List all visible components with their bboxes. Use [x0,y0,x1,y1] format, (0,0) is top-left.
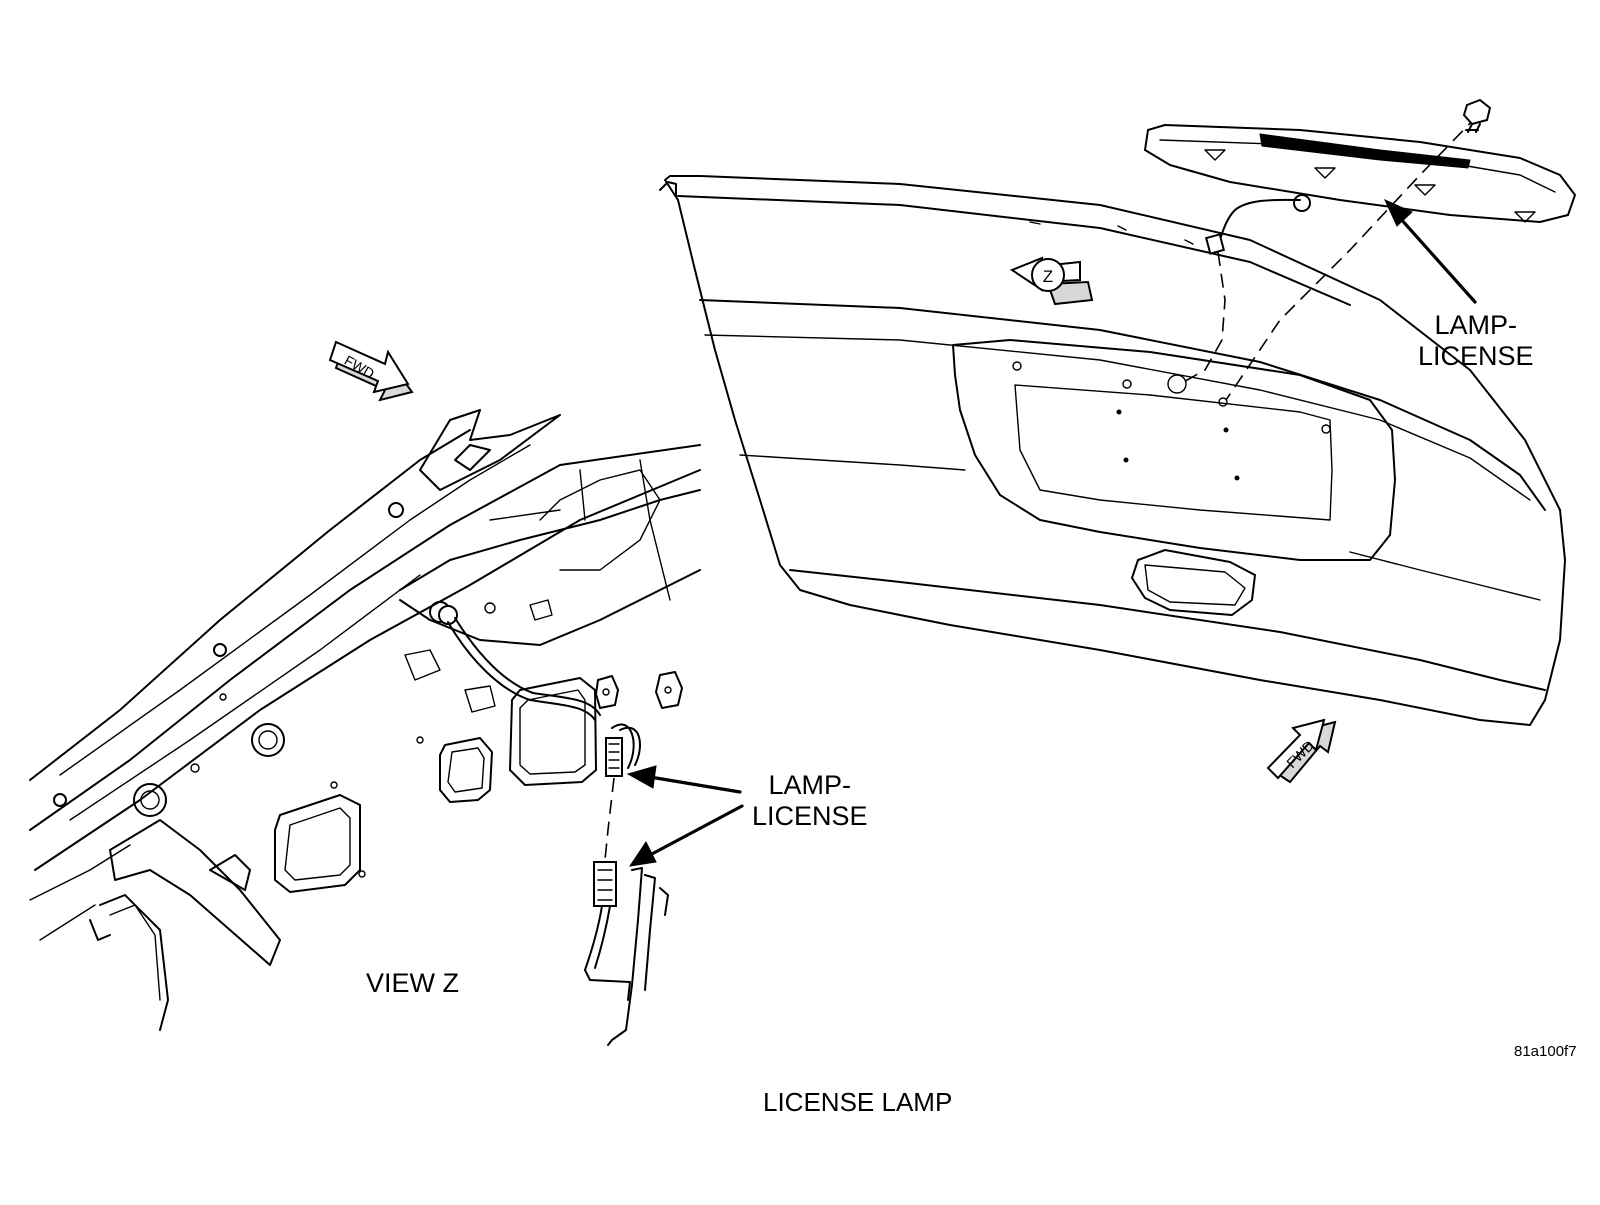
lamp-pigtail [1179,114,1479,401]
view-z-marker: Z [1009,256,1094,306]
figure-code: 81a100f7 [1514,1043,1577,1060]
callout-right-line1: LAMP- [1434,310,1518,340]
callout-arrows-left [626,765,744,867]
callout-right-line2: LICENSE [1418,341,1534,372]
fwd-arrow-left: FWD [328,340,414,402]
interior-harness [438,605,641,861]
body-harness [584,861,669,1046]
view-marker-letter: Z [1043,267,1053,286]
callout-left-line2: LICENSE [752,801,868,832]
callout-label-left: LAMP- LICENSE [752,770,868,832]
callout-left-line1: LAMP- [768,770,852,800]
callout-label-right: LAMP- LICENSE [1418,310,1534,372]
view-z-interior [29,409,701,1031]
fwd-arrow-right: FWD [1266,718,1337,784]
lamp-screw [1462,98,1492,133]
license-lamp-bar [1144,124,1576,223]
figure-caption: LICENSE LAMP [763,1087,953,1117]
view-z-label: VIEW Z [366,968,459,998]
callout-arrow-right [1383,199,1477,304]
decklid-panel [659,175,1566,726]
